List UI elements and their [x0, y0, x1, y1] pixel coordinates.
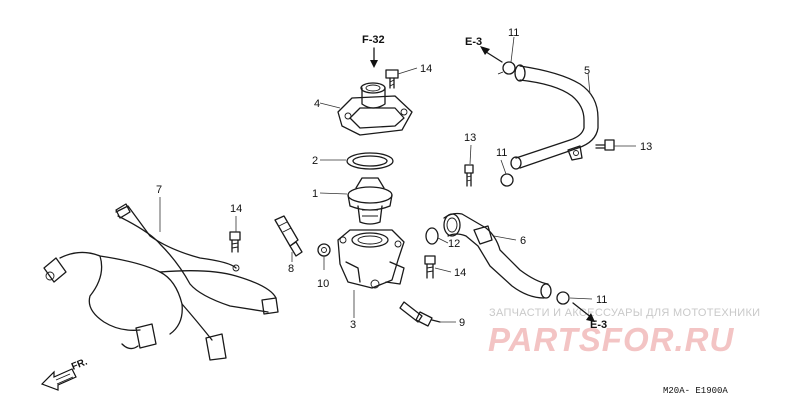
label-part-5: 5 [584, 65, 590, 77]
front-direction-arrow: FR. [40, 356, 89, 391]
temperature-sender [399, 301, 441, 327]
o-ring-12 [425, 227, 439, 245]
label-part-14-middle: 14 [230, 203, 242, 215]
label-part-7: 7 [156, 184, 162, 196]
label-part-9: 9 [459, 317, 465, 329]
thermostat [347, 177, 393, 225]
ref-e3-bottom-arrowhead [586, 313, 595, 322]
label-part-14-lower: 14 [454, 267, 466, 279]
thermostat-cover [337, 82, 413, 136]
ref-e3-bottom-arrow [572, 302, 593, 319]
front-direction-label: FR. [70, 356, 89, 372]
wire-harness [43, 203, 279, 361]
label-part-2: 2 [312, 155, 318, 167]
ref-e3-bottom: E-3 [590, 319, 607, 331]
label-part-10: 10 [317, 278, 329, 290]
label-part-12: 12 [448, 238, 460, 250]
diagram-code: M20A- E1900A [663, 386, 728, 396]
washer-10 [317, 243, 331, 257]
thermostat-housing [337, 229, 405, 289]
label-part-13-right: 13 [640, 141, 652, 153]
label-part-14-top: 14 [420, 63, 432, 75]
upper-water-hose [510, 64, 599, 170]
ref-f32-arrowhead [370, 60, 378, 68]
ref-e3-top: E-3 [465, 36, 482, 48]
label-part-1: 1 [312, 188, 318, 200]
label-part-11-bottom: 11 [596, 294, 607, 306]
ref-f32: F-32 [362, 34, 385, 46]
temperature-sensor [274, 215, 303, 257]
leader-lines [159, 36, 636, 323]
water-pipe [443, 212, 552, 299]
label-part-13-left: 13 [464, 132, 476, 144]
bolt-13-left [464, 164, 474, 187]
bolt-13-right [595, 139, 615, 151]
bolt-14-lower [424, 255, 436, 279]
bolt-14-middle [229, 231, 241, 253]
label-part-6: 6 [520, 235, 526, 247]
watermark-caption: ЗАПЧАСТИ И АКСЕССУАРЫ ДЛЯ МОТОТЕХНИКИ [489, 307, 760, 319]
seal-ring [346, 152, 394, 170]
hose-clamp-11-bottom [556, 291, 570, 305]
ref-e3-top-arrowhead [480, 46, 490, 55]
hose-clamp-11-middle [500, 173, 514, 187]
label-part-11-middle: 11 [496, 147, 507, 159]
label-part-11-top: 11 [508, 27, 519, 39]
label-part-8: 8 [288, 263, 294, 275]
label-part-4: 4 [314, 98, 320, 110]
label-part-3: 3 [350, 319, 356, 331]
bolt-14-top [385, 69, 399, 89]
watermark-logo: PARTSFOR.RU [488, 321, 734, 358]
hose-clamp-11-top [497, 61, 516, 75]
